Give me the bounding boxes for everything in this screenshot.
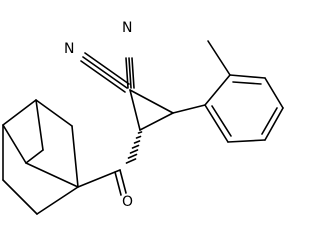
benzene-ring <box>204 74 284 143</box>
methyl-bond <box>207 40 231 76</box>
adamantane-cage <box>2 99 79 215</box>
oxygen-atom: O <box>122 194 133 210</box>
cyclopropane-ring <box>129 89 174 131</box>
chemical-structure-diagram: N N O <box>2 20 284 215</box>
nitrogen-atom-left: N <box>64 41 74 57</box>
hashed-wedge-bond <box>125 131 143 164</box>
nitrile-left <box>80 52 130 93</box>
acyl-adamantane-bond <box>77 169 121 188</box>
aryl-bond <box>172 104 206 114</box>
nitrogen-atom-top: N <box>122 20 132 36</box>
carbonyl-double-bond <box>114 169 127 196</box>
